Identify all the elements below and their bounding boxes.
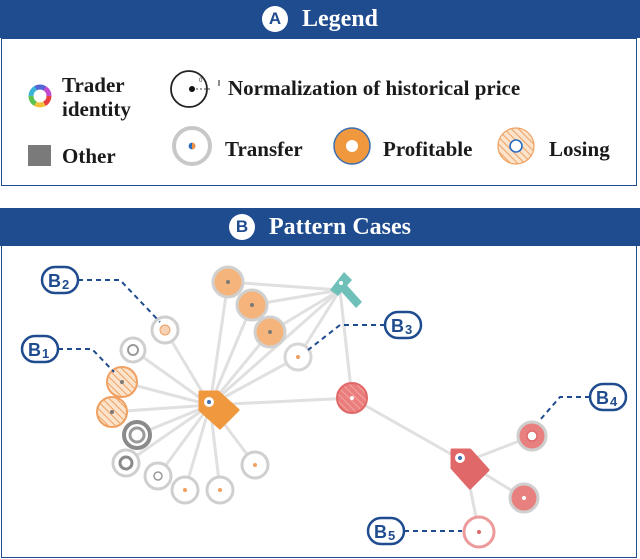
case-label-b1[interactable]: B 1 [20,334,60,364]
legend-normalization-label: Normalization of historical price [228,76,521,100]
case-label-b1-text: B [28,340,41,360]
transfer-node[interactable] [143,461,173,491]
cases-header: B Pattern Cases [0,208,640,246]
cases-badge: B [229,214,256,240]
losing-node[interactable] [96,396,128,428]
transfer-node[interactable] [205,475,235,505]
profitable-node[interactable] [253,315,287,349]
legend-trader-identity-line2: identity [62,97,131,121]
transfer-node[interactable] [170,475,200,505]
losing-node[interactable] [336,382,368,414]
case-label-b4[interactable]: B 4 [588,382,628,412]
profitable-icon [333,127,371,165]
case-label-b4-sub: 4 [610,394,618,409]
legend-losing-label: Losing [549,137,610,161]
transfer-node[interactable] [150,315,180,345]
legend-header: A Legend [0,0,640,38]
orange-trader-node[interactable] [198,390,240,430]
case-label-b5-sub: 5 [388,528,395,543]
profitable-node[interactable] [516,420,548,452]
legend-panel [1,38,637,186]
case-label-b5[interactable]: B 5 [366,516,406,546]
case-label-b3-sub: 3 [405,322,412,337]
norm-tick-label: 0 [199,78,203,84]
normalization-icon: 0 [170,70,220,108]
transfer-node[interactable] [240,450,270,480]
other-node[interactable] [111,448,141,478]
case-label-b2-text: B [48,271,61,291]
legend-profitable-label: Profitable [383,137,473,161]
transfer-node[interactable] [462,515,496,549]
cases-panel [1,246,637,558]
losing-node[interactable] [106,366,138,398]
legend-other-label: Other [62,144,116,168]
trader-identity-icon [28,84,52,108]
other-swatch-icon [28,145,51,166]
teal-trader-node[interactable] [330,272,362,308]
case-label-b5-text: B [374,522,387,542]
legend-title: Legend [301,5,378,32]
legend-trader-identity-line1: Trader [62,73,125,97]
profitable-node[interactable] [508,482,540,514]
profitable-node[interactable] [211,265,245,299]
profitable-node[interactable] [235,288,269,322]
case-label-b2-sub: 2 [62,277,69,292]
case-label-b2[interactable]: B 2 [40,265,80,295]
legend-transfer-label: Transfer [225,137,303,161]
case-label-b3-text: B [391,316,404,336]
case-label-b4-text: B [596,388,609,408]
callout-lines [58,279,590,532]
other-node[interactable] [122,420,152,450]
legend-badge: A [261,6,288,32]
case-label-b3[interactable]: B 3 [383,310,423,340]
case-label-b1-sub: 1 [42,346,49,361]
transfer-node[interactable] [283,342,313,372]
cases-title: Pattern Cases [269,213,411,240]
red-trader-node[interactable] [450,448,490,490]
losing-icon [497,127,535,165]
transfer-icon [172,126,212,166]
transfer-node[interactable] [119,336,147,364]
